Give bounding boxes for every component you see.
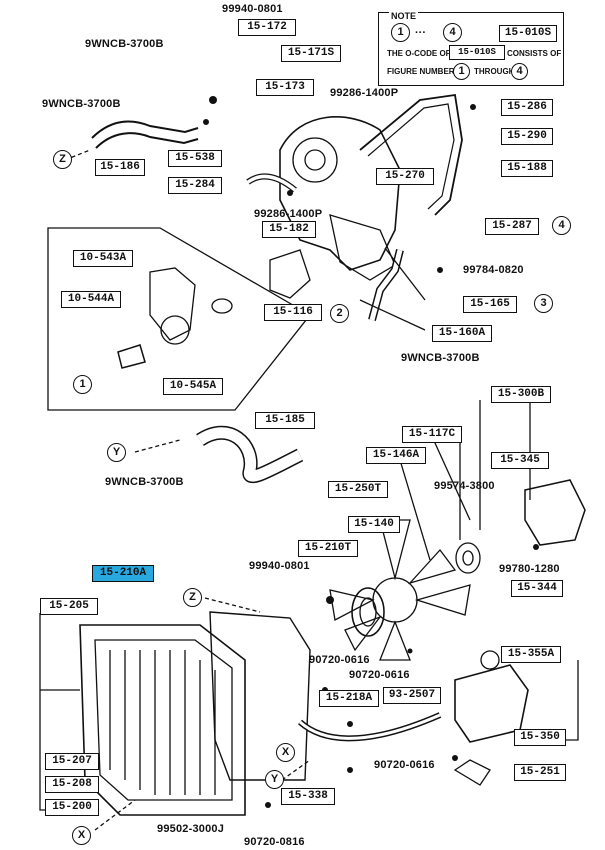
- part-number-99286-1400p-mid: 99286-1400P: [254, 208, 323, 220]
- part-number-99780-1280: 99780-1280: [499, 563, 560, 575]
- note-line2b: CONSISTS OF: [507, 49, 562, 58]
- part-number-9wncb-1: 9WNCB-3700B: [85, 38, 164, 50]
- part-number-90720-0616-b: 90720-0616: [349, 669, 410, 681]
- subassembly-outline: [47, 227, 311, 411]
- part-box-15-140[interactable]: 15-140: [348, 516, 400, 533]
- part-box-15-286[interactable]: 15-286: [501, 99, 553, 116]
- part-box-15-538[interactable]: 15-538: [168, 150, 222, 167]
- part-box-15-146a[interactable]: 15-146A: [366, 447, 426, 464]
- part-box-15-251[interactable]: 15-251: [514, 764, 566, 781]
- upper-hose: [91, 120, 199, 139]
- part-box-15-165[interactable]: 15-165: [463, 296, 517, 313]
- note-code-box-inline: 15-010S: [449, 45, 505, 60]
- callout-4: 4: [552, 216, 571, 235]
- part-box-15-210a-highlighted[interactable]: 15-210A: [92, 565, 154, 582]
- part-number-99574-3800: 99574-3800: [434, 480, 495, 492]
- part-number-99286-1400p-top: 99286-1400P: [330, 87, 399, 99]
- part-number-9wncb-4: 9WNCB-3700B: [105, 476, 184, 488]
- callout-2: 2: [330, 304, 349, 323]
- callout-1: 1: [73, 375, 92, 394]
- part-box-15-355a[interactable]: 15-355A: [501, 646, 561, 663]
- part-box-15-188[interactable]: 15-188: [501, 160, 553, 177]
- part-box-15-287[interactable]: 15-287: [485, 218, 539, 235]
- part-box-15-117c[interactable]: 15-117C: [402, 426, 462, 443]
- part-box-15-173[interactable]: 15-173: [256, 79, 314, 96]
- part-number-99784-0820: 99784-0820: [463, 264, 524, 276]
- part-box-15-250t[interactable]: 15-250T: [328, 481, 388, 498]
- part-box-15-208[interactable]: 15-208: [45, 776, 99, 793]
- callout-z-bottom: Z: [183, 588, 202, 607]
- note-circle-4b: 4: [511, 63, 528, 80]
- part-number-90720-0816: 90720-0816: [244, 836, 305, 848]
- part-box-10-544a[interactable]: 10-544A: [61, 291, 121, 308]
- callout-x-left: X: [72, 826, 91, 845]
- part-box-15-160a[interactable]: 15-160A: [432, 325, 492, 342]
- part-box-10-545a[interactable]: 10-545A: [163, 378, 223, 395]
- part-box-15-218a[interactable]: 15-218A: [319, 690, 379, 707]
- part-number-99940-0801-top: 99940-0801: [222, 3, 283, 15]
- part-box-15-185[interactable]: 15-185: [255, 412, 315, 429]
- part-box-15-344[interactable]: 15-344: [511, 580, 563, 597]
- part-box-15-116[interactable]: 15-116: [264, 304, 322, 321]
- note-line3a: FIGURE NUMBERS: [387, 67, 460, 76]
- part-box-10-543a[interactable]: 10-543A: [73, 250, 133, 267]
- fan-shroud: [209, 611, 311, 781]
- callout-y-left: Y: [107, 443, 126, 462]
- note-circle-4: 4: [443, 23, 462, 42]
- part-box-15-300b[interactable]: 15-300B: [491, 386, 551, 403]
- note-circle-1b: 1: [453, 63, 470, 80]
- part-box-93-2507[interactable]: 93-2507: [383, 687, 441, 704]
- bypass-pipe: [359, 93, 463, 216]
- part-box-15-338[interactable]: 15-338: [281, 788, 335, 805]
- part-box-15-200[interactable]: 15-200: [45, 799, 99, 816]
- part-box-15-171s[interactable]: 15-171S: [281, 45, 341, 62]
- part-box-15-182[interactable]: 15-182: [262, 221, 316, 238]
- part-box-15-207[interactable]: 15-207: [45, 753, 99, 770]
- note-code-box: 15-010S: [499, 25, 557, 42]
- part-box-15-345[interactable]: 15-345: [491, 452, 549, 469]
- part-number-90720-0616-c: 90720-0616: [374, 759, 435, 771]
- callout-z-top: Z: [53, 150, 72, 169]
- part-box-15-186[interactable]: 15-186: [95, 159, 145, 176]
- note-line3b: THROUGH: [474, 67, 515, 76]
- callout-3: 3: [534, 294, 553, 313]
- note-dots: ···: [415, 27, 426, 39]
- part-number-99940-0801-mid: 99940-0801: [249, 560, 310, 572]
- callout-y-bottom: Y: [265, 770, 284, 789]
- callout-x-right: X: [276, 743, 295, 762]
- part-number-99502-3000j: 99502-3000J: [157, 823, 225, 835]
- part-number-9wncb-3: 9WNCB-3700B: [401, 352, 480, 364]
- note-circle-1: 1: [391, 23, 410, 42]
- part-box-15-270[interactable]: 15-270: [376, 168, 434, 185]
- radiator: [79, 624, 246, 816]
- note-line2a: THE O-CODE OF: [387, 49, 451, 58]
- part-number-9wncb-2: 9WNCB-3700B: [42, 98, 121, 110]
- water-pump-housing: [279, 116, 401, 271]
- note-title: NOTE: [389, 11, 419, 21]
- note-box: NOTE 1 ··· 4 15-010S THE O-CODE OF 15-01…: [378, 11, 564, 86]
- part-number-90720-0616-a: 90720-0616: [309, 654, 370, 666]
- part-box-15-290[interactable]: 15-290: [501, 128, 553, 145]
- part-box-15-205[interactable]: 15-205: [40, 598, 98, 615]
- part-box-15-350[interactable]: 15-350: [514, 729, 566, 746]
- part-box-15-284[interactable]: 15-284: [168, 177, 222, 194]
- part-box-15-210t[interactable]: 15-210T: [298, 540, 358, 557]
- part-box-15-172[interactable]: 15-172: [238, 19, 296, 36]
